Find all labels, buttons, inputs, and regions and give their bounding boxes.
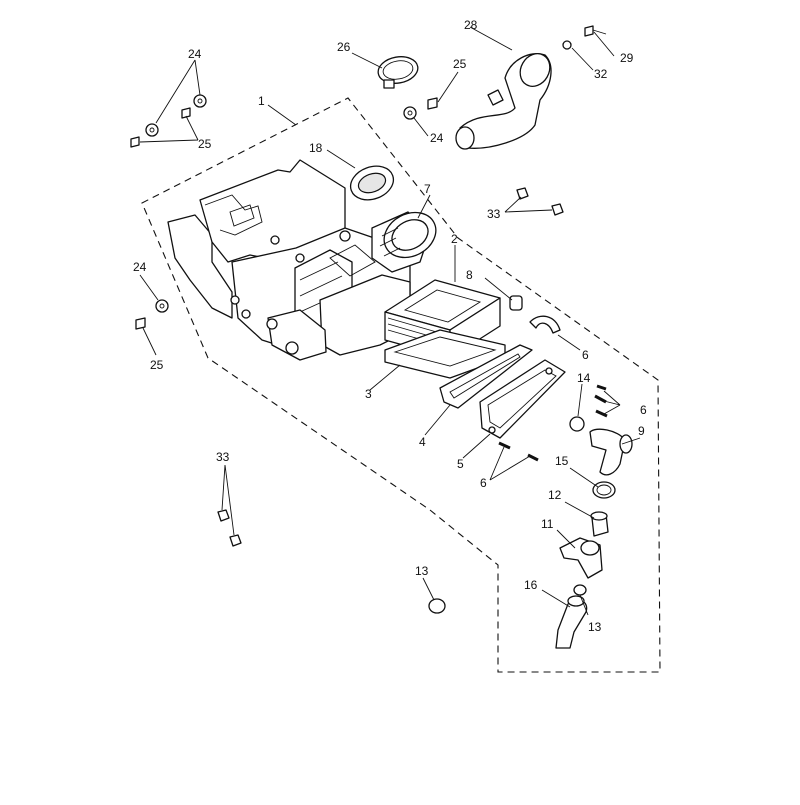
grommet-10 [509, 295, 523, 311]
callout-33-top: 33 [487, 207, 501, 221]
callout-14: 14 [577, 371, 591, 385]
callout-7: 7 [424, 182, 431, 196]
callout-25-top: 25 [453, 57, 467, 71]
callout-25-left: 25 [150, 358, 164, 372]
callout-1: 1 [258, 94, 265, 108]
callout-9: 6 [582, 348, 589, 362]
clamp-26 [377, 56, 419, 89]
callout-15: 15 [555, 454, 569, 468]
callout-6-bottom: 6 [480, 476, 487, 490]
callout-10: 8 [466, 268, 473, 282]
callout-8: 9 [638, 424, 645, 438]
callout-24-left: 24 [133, 260, 147, 274]
callout-25-top-left: 25 [198, 137, 212, 151]
callout-12: 12 [548, 488, 562, 502]
callout-13-bottom: 13 [415, 564, 429, 578]
cover-plate [479, 359, 566, 439]
callout-3: 4 [419, 435, 426, 449]
gasket [439, 344, 533, 409]
callout-16: 16 [524, 578, 538, 592]
callout-28: 28 [464, 18, 478, 32]
callout-18: 18 [309, 141, 323, 155]
callout-32: 32 [594, 67, 608, 81]
intake-duct [455, 53, 552, 150]
airbox-housing [167, 159, 411, 361]
callout-5: 5 [457, 457, 464, 471]
leader-lines [139, 26, 641, 616]
callout-4: 3 [365, 387, 372, 401]
callout-24-top-left: 24 [188, 47, 202, 61]
fasteners [130, 25, 608, 614]
callout-labels: 1 24 25 26 28 25 24 29 32 33 18 7 2 8 6 … [133, 18, 647, 634]
callout-33-bottom: 33 [216, 450, 230, 464]
callout-24-top: 24 [430, 131, 444, 145]
callout-13-right: 13 [588, 620, 602, 634]
callout-2: 2 [451, 232, 458, 246]
callout-11: 11 [541, 517, 554, 531]
callout-6-right: 6 [640, 403, 647, 417]
seal-ring [349, 165, 395, 201]
intake-boot [371, 211, 437, 273]
callout-29: 29 [620, 51, 634, 65]
breather-assembly [555, 416, 633, 649]
callout-26: 26 [337, 40, 351, 54]
hose-9 [529, 315, 561, 334]
